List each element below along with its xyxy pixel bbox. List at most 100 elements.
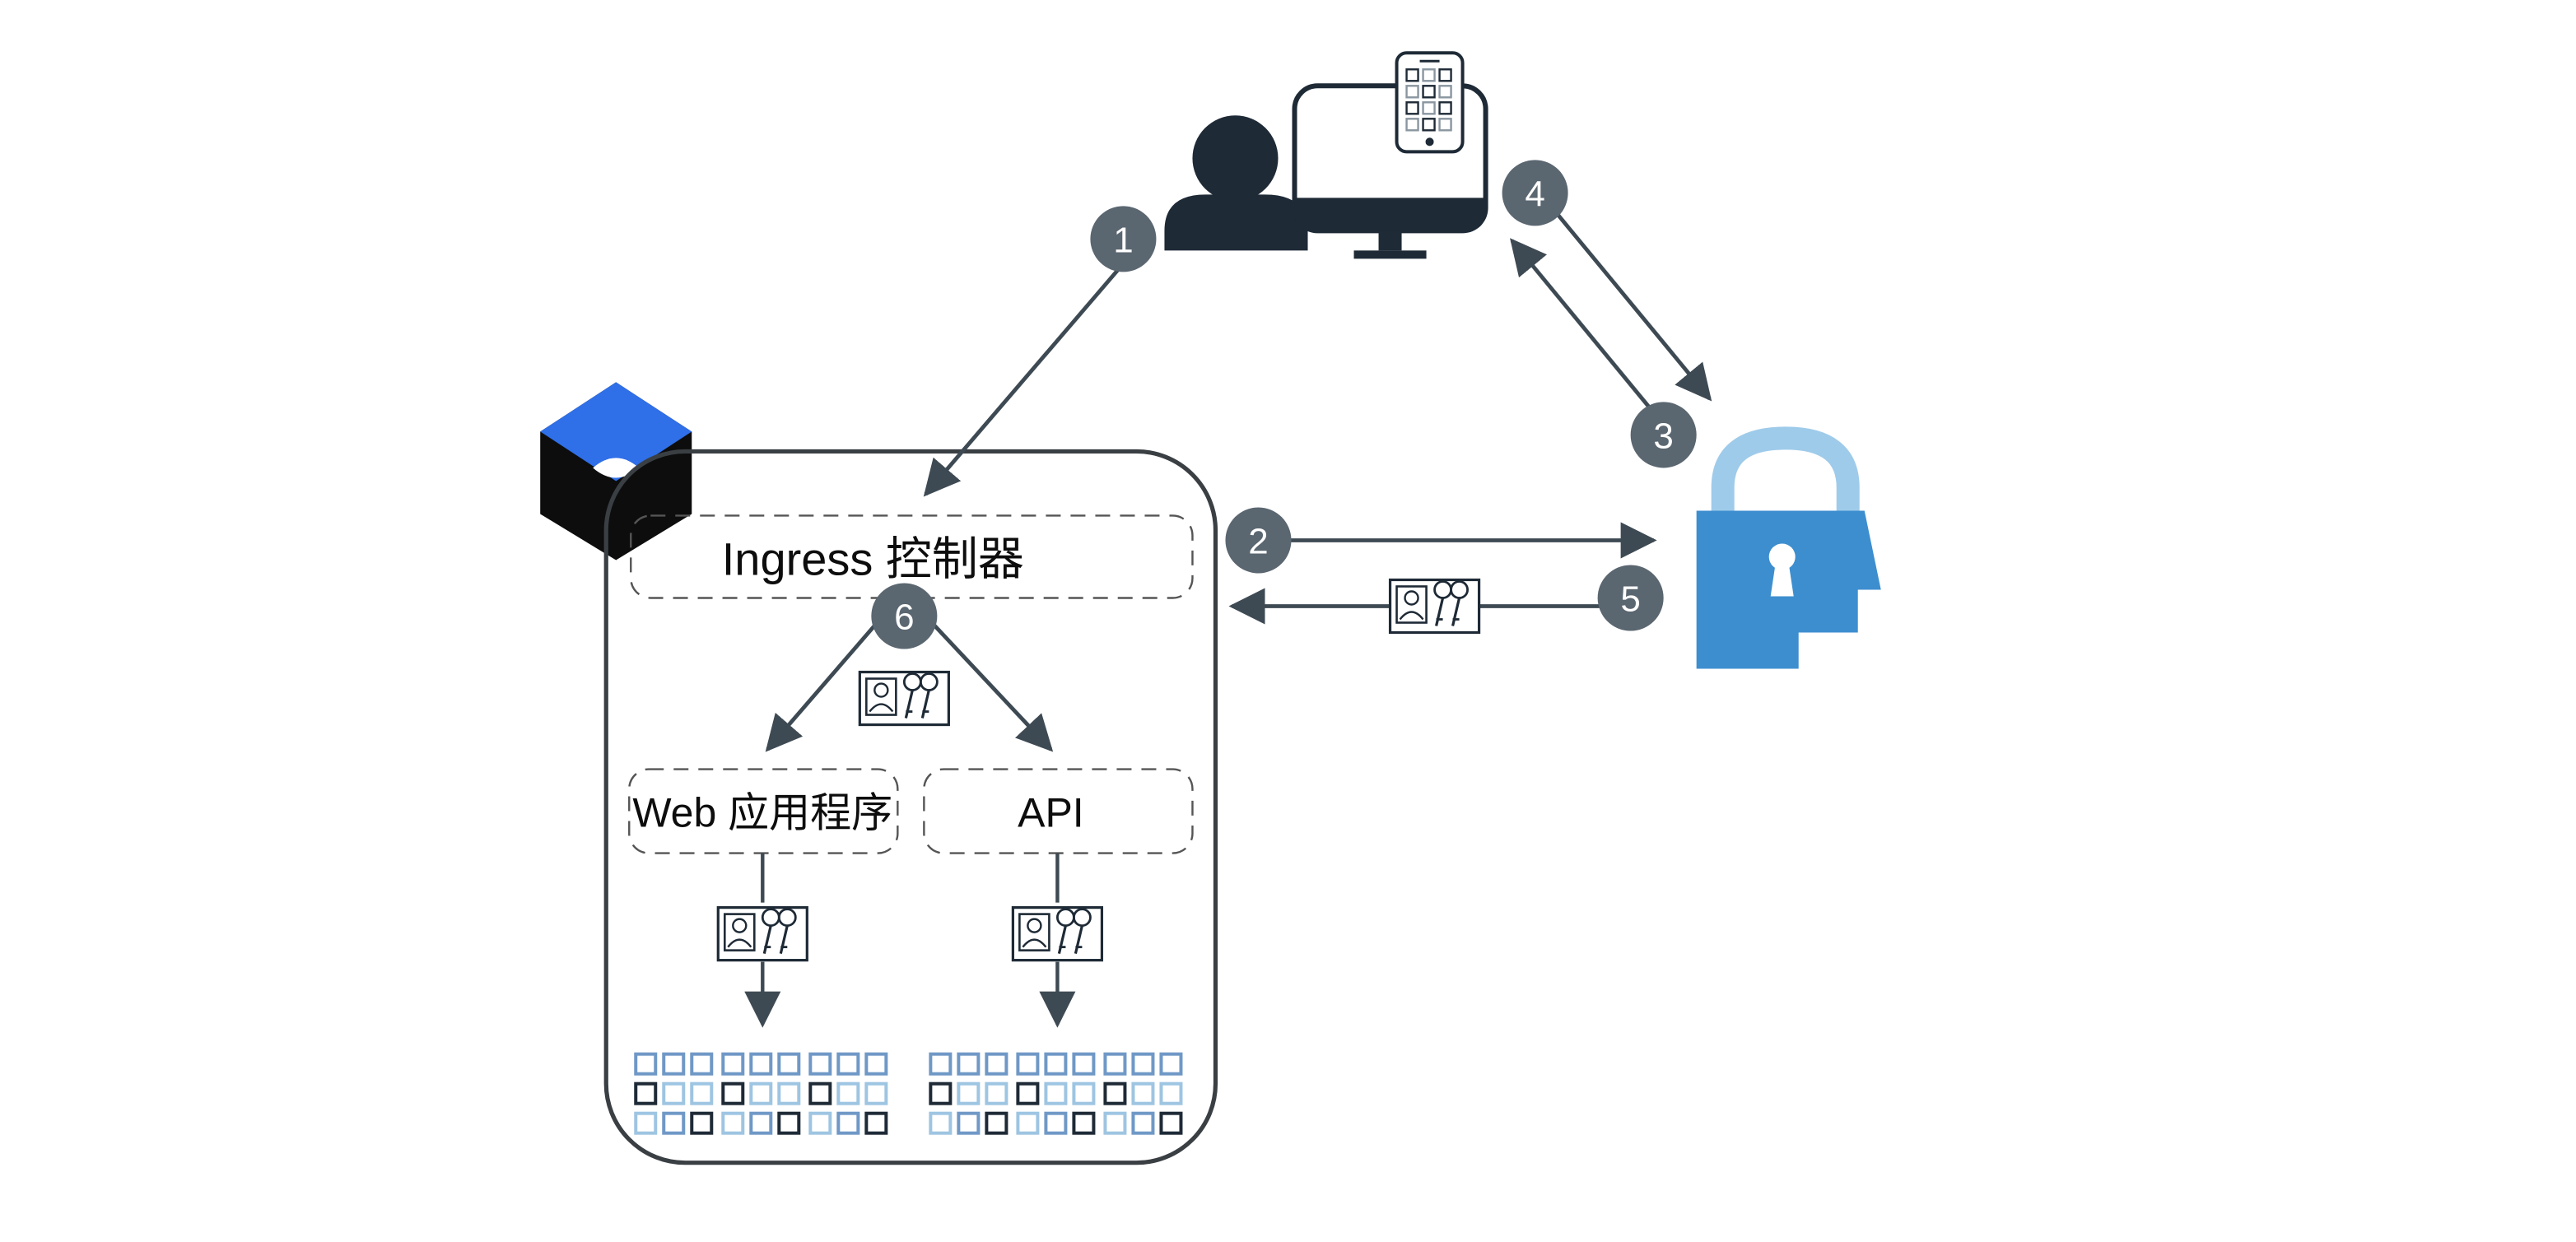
container-square	[1044, 1111, 1068, 1135]
container-square	[1159, 1052, 1183, 1076]
container-square	[1103, 1111, 1127, 1135]
container-square	[1016, 1052, 1040, 1076]
identity-provider-lock-icon	[1696, 426, 1881, 669]
container-square	[1103, 1052, 1127, 1076]
api-box: API	[923, 768, 1194, 854]
phone-app-square	[1438, 68, 1452, 82]
container-square	[1044, 1052, 1068, 1076]
arrow-step-4	[1553, 209, 1712, 402]
container-square	[864, 1082, 888, 1105]
credentials-icon-api	[1011, 906, 1104, 962]
svg-text:1: 1	[1113, 220, 1133, 260]
web-app-label: Web 应用程序	[632, 790, 892, 836]
phone-app-square	[1422, 101, 1436, 115]
container-square	[957, 1111, 981, 1135]
kubernetes-logo-icon	[540, 382, 692, 561]
phone-app-square	[1405, 68, 1419, 82]
step-badge-5: 5	[1597, 565, 1664, 631]
cluster-box	[603, 449, 1218, 1165]
container-square	[808, 1111, 832, 1135]
web-app-box: Web 应用程序	[628, 768, 899, 854]
container-square	[1159, 1082, 1183, 1105]
container-square	[1072, 1082, 1096, 1105]
container-square	[957, 1082, 981, 1105]
phone-app-square	[1422, 85, 1436, 99]
container-square	[1131, 1082, 1155, 1105]
ingress-controller-box: Ingress 控制器	[630, 514, 1194, 599]
container-square	[836, 1111, 860, 1135]
container-square	[634, 1111, 658, 1135]
svg-text:5: 5	[1620, 579, 1640, 619]
phone-app-square	[1405, 101, 1419, 115]
container-square	[1103, 1082, 1127, 1105]
container-square	[985, 1052, 1009, 1076]
container-square	[749, 1052, 773, 1076]
step-badge-6: 6	[871, 583, 938, 649]
container-square	[777, 1052, 801, 1076]
phone-app-square	[1422, 68, 1436, 82]
container-square	[985, 1082, 1009, 1105]
container-square	[662, 1111, 686, 1135]
container-square	[957, 1052, 981, 1076]
container-square	[634, 1082, 658, 1105]
arrow-6-to-api	[924, 614, 1054, 752]
api-workloads-icon	[929, 1052, 1183, 1135]
container-square	[985, 1111, 1009, 1135]
svg-text:6: 6	[894, 598, 914, 638]
phone-app-square	[1422, 118, 1436, 132]
arrow-step-3	[1510, 238, 1652, 410]
container-square	[777, 1111, 801, 1135]
phone-app-square	[1438, 118, 1452, 132]
container-square	[721, 1111, 745, 1135]
credentials-icon-step6	[858, 670, 950, 727]
arrow-step-1	[923, 262, 1125, 497]
container-square	[749, 1082, 773, 1105]
credentials-icon-web	[716, 906, 808, 962]
step-badge-3: 3	[1630, 402, 1697, 468]
container-square	[1131, 1111, 1155, 1135]
container-square	[864, 1111, 888, 1135]
container-square	[836, 1082, 860, 1105]
web-app-workloads-icon	[634, 1052, 888, 1135]
container-square	[836, 1052, 860, 1076]
phone-app-square	[1438, 85, 1452, 99]
container-square	[1072, 1052, 1096, 1076]
container-square	[690, 1111, 714, 1135]
container-square	[662, 1052, 686, 1076]
svg-text:2: 2	[1248, 521, 1268, 561]
container-square	[929, 1111, 953, 1135]
phone-app-square	[1438, 101, 1452, 115]
step-badge-4: 4	[1502, 160, 1568, 226]
container-square	[1016, 1082, 1040, 1105]
credentials-icon-step5	[1388, 578, 1481, 635]
container-square	[808, 1052, 832, 1076]
container-square	[662, 1082, 686, 1105]
container-square	[808, 1082, 832, 1105]
step-badge-1: 1	[1090, 206, 1157, 272]
container-square	[634, 1052, 658, 1076]
container-square	[1044, 1082, 1068, 1105]
container-square	[1159, 1111, 1183, 1135]
api-label: API	[1018, 790, 1084, 836]
container-square	[1016, 1111, 1040, 1135]
step-badge-2: 2	[1225, 507, 1292, 574]
svg-text:3: 3	[1653, 416, 1673, 456]
container-square	[690, 1052, 714, 1076]
container-square	[749, 1111, 773, 1135]
ingress-controller-label: Ingress 控制器	[722, 533, 1024, 584]
container-square	[929, 1082, 953, 1105]
phone-app-square	[1405, 85, 1419, 99]
container-square	[721, 1052, 745, 1076]
container-square	[929, 1052, 953, 1076]
container-square	[777, 1082, 801, 1105]
container-square	[721, 1082, 745, 1105]
container-square	[1072, 1111, 1096, 1135]
svg-text:4: 4	[1525, 174, 1544, 214]
phone-app-square	[1405, 118, 1419, 132]
arrow-6-to-web	[765, 614, 885, 752]
container-square	[864, 1052, 888, 1076]
user-icon	[1164, 115, 1308, 251]
container-square	[1131, 1052, 1155, 1076]
container-square	[690, 1082, 714, 1105]
